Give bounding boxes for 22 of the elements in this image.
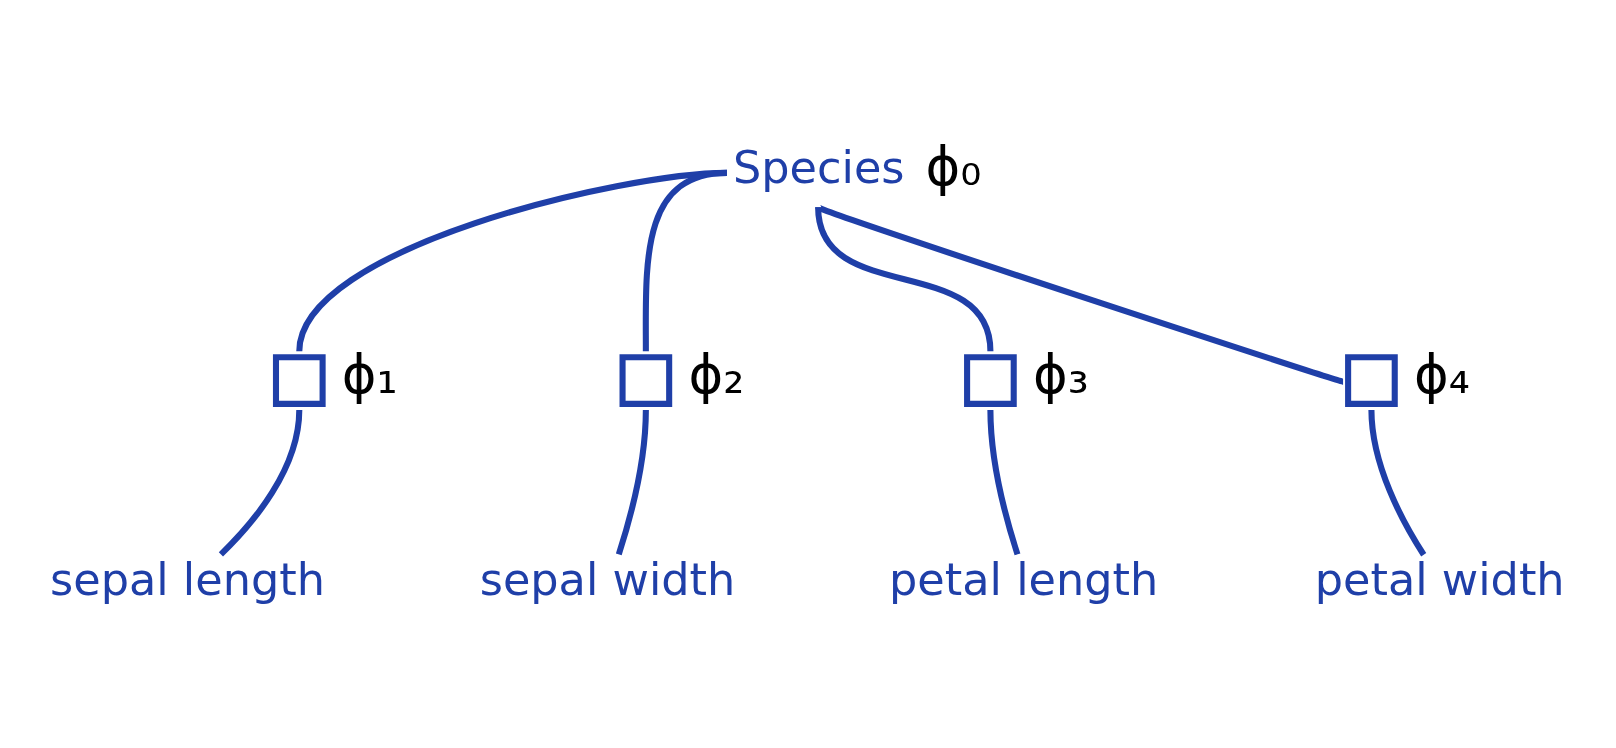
node-box (272, 353, 326, 407)
connector (987, 409, 1021, 555)
node-text: Species (733, 141, 905, 194)
node-box (619, 353, 673, 407)
node-label: ϕ₀ (925, 135, 982, 197)
node-box (1345, 353, 1398, 407)
connector (816, 204, 1344, 384)
connector (1368, 409, 1427, 556)
node-text: sepal width (479, 553, 736, 606)
node-label: ϕ₄ (1413, 343, 1470, 405)
node-text: petal width (1314, 553, 1565, 606)
node-label: ϕ₂ (688, 343, 745, 405)
connector (218, 409, 303, 556)
node-text: petal length (889, 553, 1159, 606)
connector (815, 206, 994, 352)
node-label: ϕ₃ (1032, 343, 1089, 405)
node-label: ϕ₁ (341, 343, 398, 405)
connector (296, 169, 728, 352)
node-box (964, 353, 1017, 407)
connector (615, 409, 649, 555)
node-text: sepal length (50, 553, 325, 606)
connector (642, 169, 728, 351)
